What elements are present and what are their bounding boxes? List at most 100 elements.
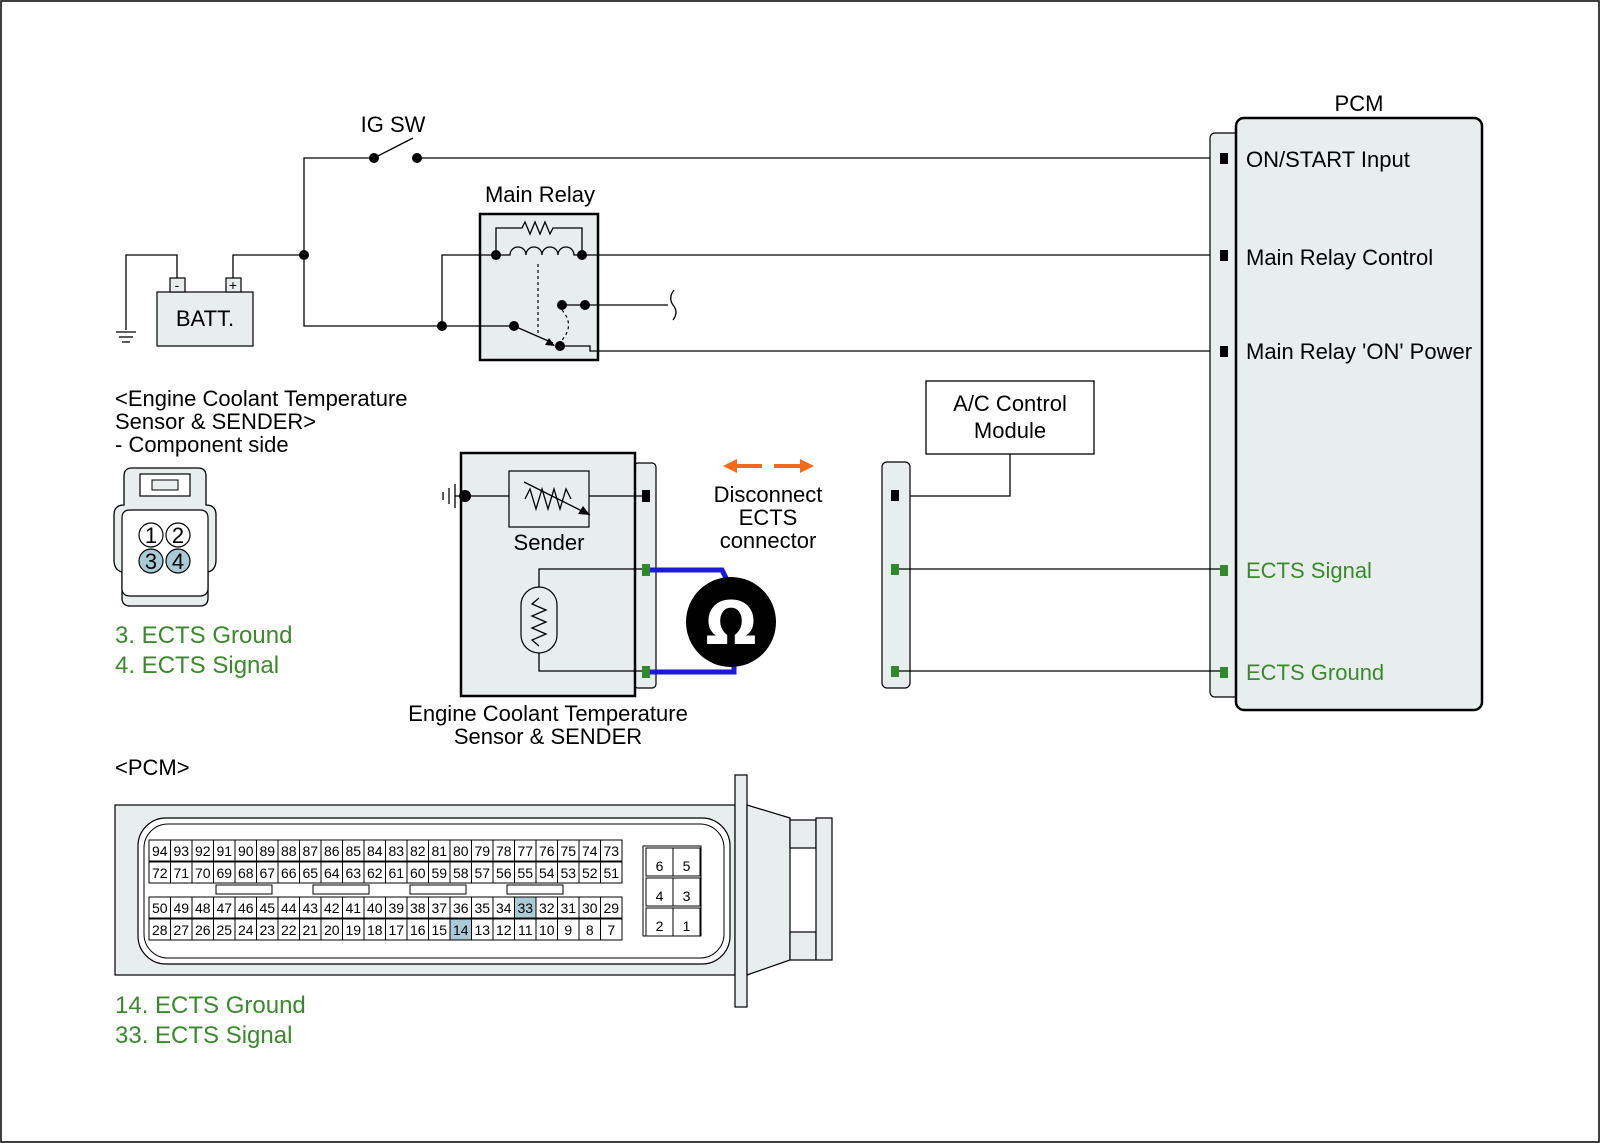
pcm-pin-75: 75 bbox=[560, 843, 576, 859]
pcm-pin-66: 66 bbox=[281, 865, 297, 881]
pcm-pin-53: 53 bbox=[560, 865, 576, 881]
pin-cell bbox=[645, 907, 674, 937]
harness-connector bbox=[881, 461, 911, 689]
pcm-pin-39: 39 bbox=[388, 900, 404, 916]
pcm-pin-7: 7 bbox=[607, 922, 615, 938]
pcm-pin-relay-on-power: Main Relay 'ON' Power bbox=[1246, 339, 1472, 364]
pcm-pin-41: 41 bbox=[345, 900, 361, 916]
pcm-pin-18: 18 bbox=[367, 922, 383, 938]
component-connector: 1 2 3 4 bbox=[113, 467, 217, 607]
battery: - + BATT. bbox=[156, 277, 254, 347]
pcm-pin-76: 76 bbox=[539, 843, 555, 859]
pcm-pin-1: 1 bbox=[683, 918, 691, 934]
pin-cell bbox=[645, 877, 674, 907]
pcm-pin-79: 79 bbox=[474, 843, 490, 859]
pcm-pin-85: 85 bbox=[345, 843, 361, 859]
pcm-pin-ects-ground: ECTS Ground bbox=[1246, 660, 1384, 685]
pcm-pin-20: 20 bbox=[324, 922, 340, 938]
pcm-pin-80: 80 bbox=[453, 843, 469, 859]
relay-on-power-wire bbox=[560, 345, 1220, 352]
pcm-pin-17: 17 bbox=[388, 922, 404, 938]
pin-cell bbox=[672, 907, 701, 937]
pcm-pin-12: 12 bbox=[496, 922, 512, 938]
pcm-pin-2: 2 bbox=[656, 918, 664, 934]
pcm-pin-89: 89 bbox=[259, 843, 275, 859]
pcm-pin-69: 69 bbox=[216, 865, 232, 881]
component-title-line1: <Engine Coolant Temperature bbox=[115, 386, 408, 411]
pcm-pin-21: 21 bbox=[302, 922, 318, 938]
pcm-pin-on-start: ON/START Input bbox=[1246, 147, 1410, 172]
ign-feed-wire bbox=[303, 157, 374, 255]
component-pin-1: 1 bbox=[145, 523, 157, 548]
pcm-pin-32: 32 bbox=[539, 900, 555, 916]
disconnect-label-line2: ECTS bbox=[739, 505, 798, 530]
component-pin-3: 3 bbox=[145, 549, 157, 574]
relay-coil-feed bbox=[441, 254, 496, 326]
pcm-legend-signal: 33. ECTS Signal bbox=[115, 1022, 292, 1049]
ac-label-line1: A/C Control bbox=[953, 391, 1067, 416]
main-relay: Main Relay bbox=[478, 182, 600, 362]
wire-break-symbol bbox=[670, 289, 677, 321]
pin-cell bbox=[600, 918, 623, 941]
ac-label-line2: Module bbox=[974, 418, 1046, 443]
pcm-pin-46: 46 bbox=[238, 900, 254, 916]
pcm-pin-91: 91 bbox=[216, 843, 232, 859]
pcm-pin-64: 64 bbox=[324, 865, 340, 881]
pin-cell bbox=[672, 877, 701, 907]
pcm-pin-73: 73 bbox=[603, 843, 619, 859]
pcm-pin-marker bbox=[1220, 346, 1228, 357]
pcm-pin-50: 50 bbox=[152, 900, 168, 916]
pin-cell bbox=[600, 896, 623, 919]
pcm-title: PCM bbox=[1335, 91, 1384, 116]
battery-positive-label: + bbox=[229, 277, 237, 293]
pcm-pin-71: 71 bbox=[173, 865, 189, 881]
pcm-pin-14: 14 bbox=[453, 922, 469, 938]
pcm-pin-marker bbox=[1220, 153, 1228, 164]
pcm-pin-36: 36 bbox=[453, 900, 469, 916]
pcm-pin-83: 83 bbox=[388, 843, 404, 859]
pcm-pin-94: 94 bbox=[152, 843, 168, 859]
sensor-caption-line2: Sensor & SENDER bbox=[454, 724, 642, 749]
pcm-pin-60: 60 bbox=[410, 865, 426, 881]
pcm-pin-82: 82 bbox=[410, 843, 426, 859]
pcm-module: PCM ON/START Input Main Relay Control Ma… bbox=[1209, 91, 1484, 712]
pcm-connector-title: <PCM> bbox=[115, 755, 190, 780]
pcm-pin-65: 65 bbox=[302, 865, 318, 881]
pcm-pin-ects-signal: ECTS Signal bbox=[1246, 558, 1372, 583]
pcm-pin-23: 23 bbox=[259, 922, 275, 938]
battery-label: BATT. bbox=[176, 306, 234, 331]
ground-symbol bbox=[116, 331, 136, 343]
component-legend-signal: 4. ECTS Signal bbox=[115, 652, 279, 679]
ohmmeter-icon: Ω bbox=[686, 577, 776, 667]
pcm-pin-30: 30 bbox=[582, 900, 598, 916]
pin-cell bbox=[672, 847, 701, 877]
pcm-pin-38: 38 bbox=[410, 900, 426, 916]
pcm-pin-49: 49 bbox=[173, 900, 189, 916]
component-pin-2: 2 bbox=[172, 523, 184, 548]
pcm-pin-74: 74 bbox=[582, 843, 598, 859]
pcm-pin-9: 9 bbox=[564, 922, 572, 938]
pcm-pin-19: 19 bbox=[345, 922, 361, 938]
pcm-pin-93: 93 bbox=[173, 843, 189, 859]
pcm-pin-29: 29 bbox=[603, 900, 619, 916]
pcm-pin-56: 56 bbox=[496, 865, 512, 881]
pcm-pin-48: 48 bbox=[195, 900, 211, 916]
pcm-pin-84: 84 bbox=[367, 843, 383, 859]
pin-cell bbox=[600, 839, 623, 862]
battery-positive-wire bbox=[232, 254, 304, 278]
pcm-pin-90: 90 bbox=[238, 843, 254, 859]
sensor-caption-line1: Engine Coolant Temperature bbox=[408, 701, 688, 726]
pcm-pin-88: 88 bbox=[281, 843, 297, 859]
pcm-pin-34: 34 bbox=[496, 900, 512, 916]
pcm-pin-33: 33 bbox=[517, 900, 533, 916]
pcm-pin-72: 72 bbox=[152, 865, 168, 881]
component-pin-4: 4 bbox=[172, 549, 184, 574]
disconnect-arrows-icon bbox=[723, 459, 814, 473]
pcm-pin-44: 44 bbox=[281, 900, 297, 916]
pcm-pin-68: 68 bbox=[238, 865, 254, 881]
pin-cell bbox=[645, 847, 674, 877]
pcm-pin-25: 25 bbox=[216, 922, 232, 938]
